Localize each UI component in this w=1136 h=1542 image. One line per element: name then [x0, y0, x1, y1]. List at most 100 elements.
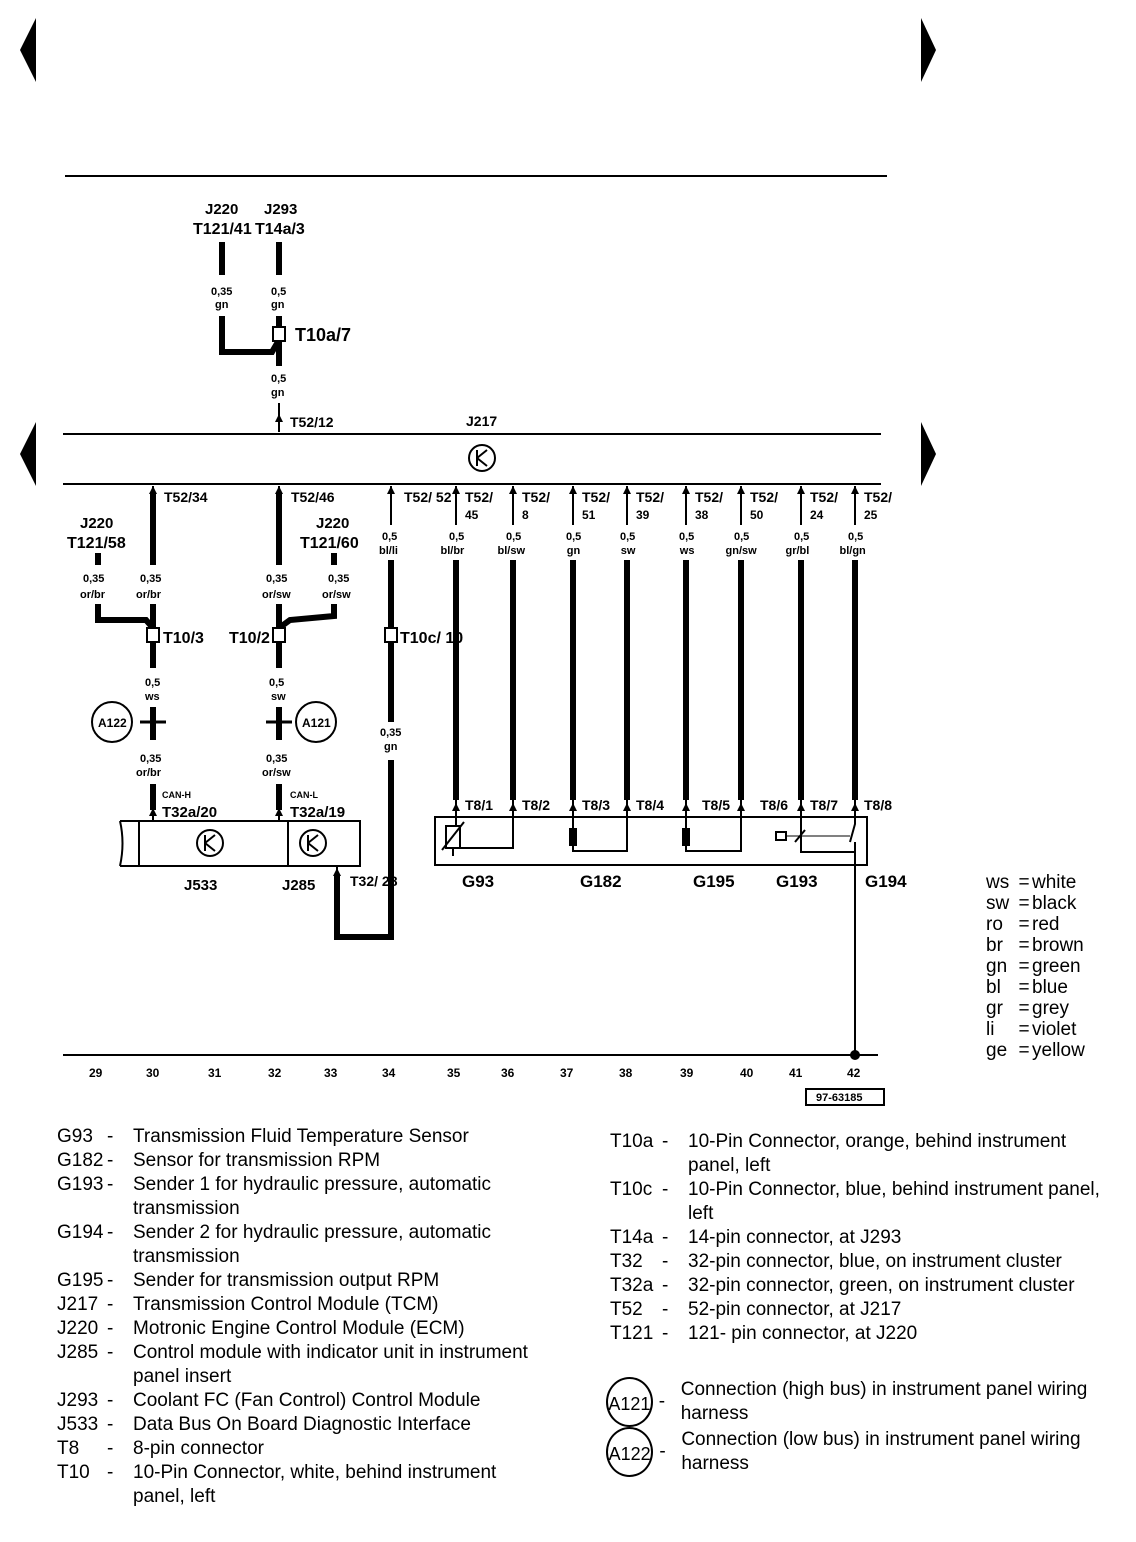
equals-sign: =	[1018, 872, 1030, 893]
color-code: gn	[986, 956, 1008, 977]
component-legend-item: T8-8-pin connector	[57, 1437, 537, 1461]
module-j533-j285-box	[119, 820, 361, 867]
color-code: gr	[986, 998, 1003, 1019]
t8-pin-label: T8/3	[582, 797, 610, 813]
color-code: ge	[986, 1040, 1008, 1061]
t8-pin-label: T8/7	[810, 797, 838, 813]
component-description: 32-pin connector, green, on instrument c…	[688, 1275, 1075, 1296]
component-description: Data Bus On Board Diagnostic Interface	[133, 1414, 471, 1435]
connection-a122-label: A122	[98, 716, 127, 730]
prev-section-arrow-icon[interactable]	[20, 422, 36, 486]
t8-pin-label: T8/4	[636, 797, 664, 813]
sensor-label: G182	[580, 872, 622, 891]
component-legend-item: T10c-10-Pin Connector, blue, behind inst…	[610, 1178, 1120, 1226]
pin-t52-34: T52/34	[164, 489, 208, 505]
ground-point-number: 41	[789, 1066, 803, 1080]
component-code: J217	[57, 1294, 99, 1315]
component-description: Sender 1 for hydraulic pressure, automat…	[133, 1174, 492, 1219]
j220-top-pin: T121/41	[193, 221, 252, 238]
wire-color: gn	[271, 387, 285, 399]
component-code: J285	[57, 1342, 99, 1363]
svg-text:or/sw: or/sw	[322, 589, 351, 601]
pin-arrow-icon	[797, 803, 805, 811]
pin-t32-28: T32/ 28	[350, 873, 398, 889]
pin-arrow-icon	[682, 803, 690, 811]
equals-sign: =	[1018, 998, 1030, 1019]
separator: -	[107, 1150, 114, 1171]
module-symbol-icon	[468, 444, 496, 472]
pin-label: T52/	[636, 489, 664, 505]
ground-point-number: 35	[447, 1066, 461, 1080]
ground-point-number: 40	[740, 1066, 754, 1080]
connection-legend-item: A122-Connection (low bus) in instrument …	[606, 1427, 1126, 1477]
wire-color: gn/sw	[726, 545, 758, 557]
component-code: G194	[57, 1222, 104, 1243]
j293-ref: J293	[264, 201, 297, 218]
separator: -	[662, 1227, 669, 1248]
pin-t52-46: T52/46	[291, 489, 335, 505]
module-j217-label: J217	[466, 413, 497, 429]
color-name: black	[1032, 893, 1077, 914]
sensor-label: G195	[693, 872, 735, 891]
equals-sign: =	[1018, 1040, 1030, 1061]
component-code: T14a	[610, 1227, 654, 1248]
component-legend-item: G195-Sender for transmission output RPM	[57, 1269, 537, 1293]
separator: -	[662, 1131, 669, 1152]
component-code: G193	[57, 1174, 104, 1195]
component-code: T8	[57, 1438, 80, 1459]
separator: -	[107, 1342, 114, 1363]
pin-label-number: 8	[522, 508, 529, 522]
svg-text:0,35: 0,35	[266, 573, 287, 585]
pin-arrow-icon	[452, 803, 460, 811]
connector-t10a-label: T10a/7	[295, 325, 351, 345]
color-name: green	[1032, 956, 1081, 977]
prev-page-arrow-icon[interactable]	[20, 18, 36, 82]
svg-text:gn: gn	[384, 741, 398, 753]
pin-label-number: 51	[582, 508, 596, 522]
figure-id-box	[805, 1088, 885, 1106]
color-legend-row: ro=red	[986, 914, 1085, 935]
pin-arrow-icon	[623, 486, 631, 494]
wire-gauge: 0,5	[566, 531, 581, 543]
color-legend-row: ws=white	[986, 872, 1085, 893]
wire-gauge: 0,5	[794, 531, 809, 543]
component-legend-item: J285-Control module with indicator unit …	[57, 1341, 537, 1389]
wire-gauge: 0,35	[211, 286, 232, 298]
equals-sign: =	[1018, 914, 1030, 935]
component-legend-item: T32-32-pin connector, blue, on instrumen…	[610, 1250, 1120, 1274]
next-section-arrow-icon[interactable]	[921, 422, 936, 486]
t8-pin-label: T8/1	[465, 797, 493, 813]
color-name: blue	[1032, 977, 1068, 998]
svg-text:0,35: 0,35	[140, 573, 161, 585]
svg-text:or/br: or/br	[80, 589, 106, 601]
separator: -	[662, 1299, 669, 1320]
component-code: J220	[57, 1318, 99, 1339]
ground-point-number: 39	[680, 1066, 694, 1080]
component-code: T32	[610, 1251, 643, 1272]
svg-text:0,35: 0,35	[328, 573, 349, 585]
wire-gauge: 0,5	[679, 531, 694, 543]
wire-color: sw	[621, 545, 636, 557]
can-h-label: CAN-H	[162, 790, 191, 800]
component-code: J533	[57, 1414, 99, 1435]
connector-t10-3-label: T10/3	[163, 630, 204, 647]
ground-point-number: 29	[89, 1066, 103, 1080]
connector-t10a-icon	[272, 326, 286, 342]
color-name: violet	[1032, 1019, 1077, 1040]
color-name: white	[1032, 872, 1077, 893]
component-description: 14-pin connector, at J293	[688, 1227, 902, 1248]
pin-label: T52/	[695, 489, 723, 505]
t8-pin-label: T8/8	[864, 797, 892, 813]
color-code: li	[986, 1019, 995, 1040]
connection-a121-label: A121	[302, 716, 331, 730]
wire-gauge: 0,5	[848, 531, 863, 543]
component-legend-item: T52-52-pin connector, at J217	[610, 1298, 1120, 1322]
separator: -	[107, 1390, 114, 1411]
wire-gauge: 0,5	[449, 531, 464, 543]
pin-arrow-icon	[682, 486, 690, 494]
can-l-label: CAN-L	[290, 790, 318, 800]
figure-id: 97-63185	[816, 1092, 863, 1104]
equals-sign: =	[1018, 1019, 1030, 1040]
next-page-arrow-icon[interactable]	[921, 18, 936, 82]
